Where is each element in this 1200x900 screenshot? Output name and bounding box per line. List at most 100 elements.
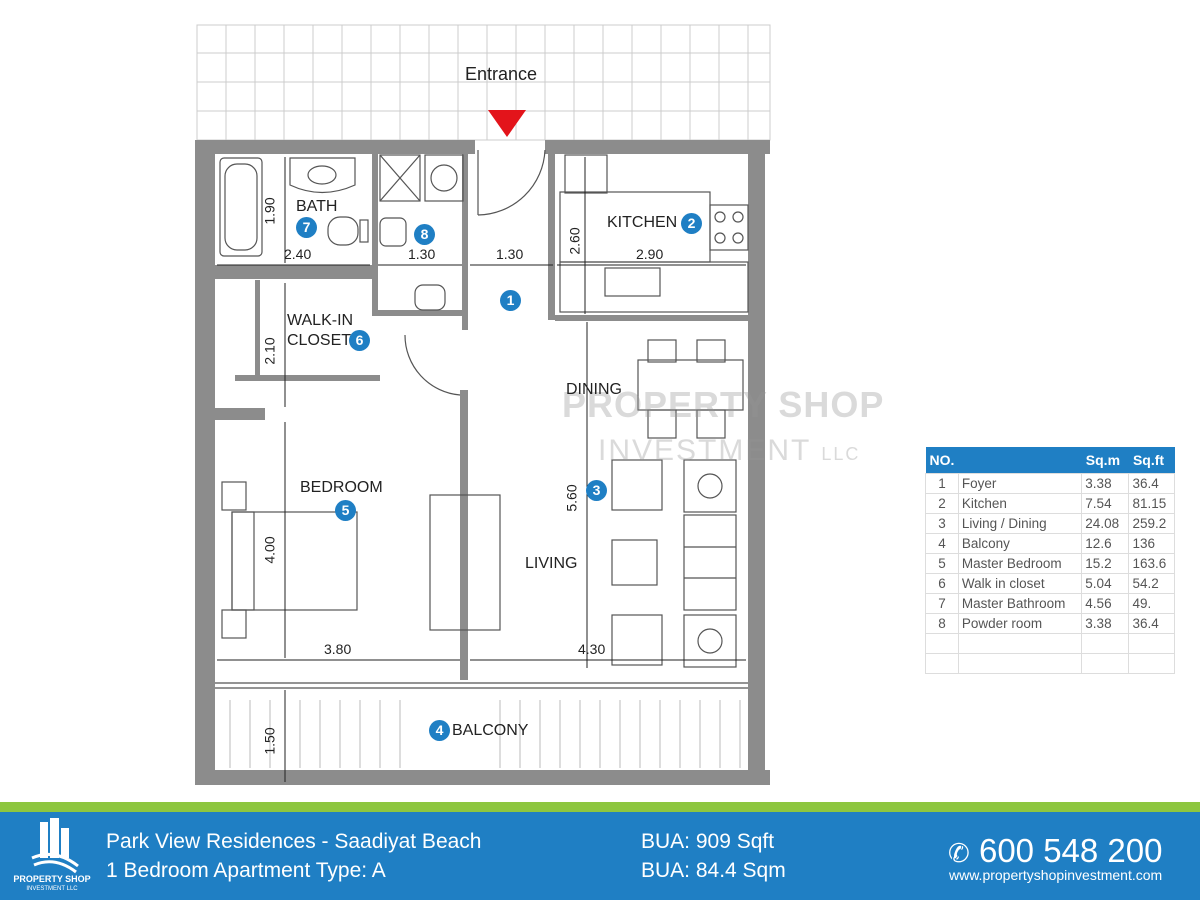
bua-sqft: BUA: 909 Sqft [641, 830, 775, 853]
room-label-living: LIVING [525, 555, 578, 572]
room-number-6: 6 [349, 330, 370, 351]
row-number: 4 [925, 532, 959, 554]
dim-kitchen-height: 2.60 [566, 227, 583, 255]
room-name: Foyer [957, 472, 1083, 494]
room-label-kitchen: KITCHEN [607, 214, 678, 231]
empty-cell [925, 632, 959, 654]
dim-bath-width: 2.40 [284, 246, 312, 262]
col-room [958, 447, 1082, 473]
area-sqft: 36.4 [1128, 612, 1175, 634]
row-number: 1 [925, 472, 959, 494]
watermark-investment: INVESTMENT [598, 434, 812, 467]
empty-cell [957, 632, 1083, 654]
room-name: Balcony [957, 532, 1083, 554]
row-number: 7 [925, 592, 959, 614]
fixtures [215, 149, 749, 689]
floor-plan [195, 24, 771, 785]
watermark-llc: LLC [821, 444, 861, 464]
room-label-dining: DINING [566, 381, 622, 398]
row-number: 2 [925, 492, 959, 514]
footer-bar: PROPERTY SHOP INVESTMENT LLC Park View R… [0, 812, 1200, 900]
area-sqm: 15.2 [1081, 552, 1130, 574]
company-logo-icon [31, 818, 79, 874]
room-number-4: 4 [429, 720, 450, 741]
area-sqm: 4.56 [1081, 592, 1130, 614]
room-number-3: 3 [586, 480, 607, 501]
bua-sqm: BUA: 84.4 Sqm [641, 859, 786, 882]
row-number: 6 [925, 572, 959, 594]
room-name: Master Bedroom [957, 552, 1083, 574]
phone-icon: ✆ [948, 838, 970, 868]
dim-living-width: 4.30 [578, 641, 606, 657]
dim-closet-height: 2.10 [261, 337, 278, 365]
room-name: Powder room [957, 612, 1083, 634]
dim-bath-height: 1.90 [261, 197, 278, 225]
walls [195, 140, 770, 785]
room-number-5: 5 [335, 500, 356, 521]
room-name: Kitchen [957, 492, 1083, 514]
area-sqm: 12.6 [1081, 532, 1130, 554]
col-sqft: Sq.ft [1128, 447, 1175, 473]
logo-subtext: INVESTMENT LLC [26, 886, 78, 892]
dim-kitchen-width: 2.90 [636, 246, 664, 262]
empty-cell [1081, 632, 1130, 654]
room-label-bath: BATH [296, 198, 338, 215]
room-number-1: 1 [500, 290, 521, 311]
col-sqm: Sq.m [1081, 447, 1129, 473]
area-sqm: 3.38 [1081, 472, 1130, 494]
room-label-walkin-1: WALK-IN [287, 312, 354, 329]
dim-foyer-width: 1.30 [496, 246, 524, 262]
accent-stripe [0, 802, 1200, 812]
room-name: Master Bathroom [957, 592, 1083, 614]
room-number-8: 8 [414, 224, 435, 245]
balcony-slats [229, 700, 741, 768]
area-sqft: 81.15 [1128, 492, 1175, 514]
row-number: 5 [925, 552, 959, 574]
area-sqft: 54.2 [1128, 572, 1175, 594]
dim-living-height: 5.60 [563, 484, 580, 512]
room-label-walkin-2: CLOSET [287, 332, 352, 349]
dim-balcony-height: 1.50 [261, 727, 278, 755]
empty-row [925, 632, 1175, 654]
area-sqft: 163.6 [1128, 552, 1175, 574]
logo-text: PROPERTY SHOP [13, 874, 91, 884]
website-link[interactable]: www.propertyshopinvestment.com [949, 867, 1163, 883]
area-sqm: 7.54 [1081, 492, 1130, 514]
col-no: NO. [925, 447, 959, 473]
watermark-line2: INVESTMENT LLC [598, 434, 860, 468]
empty-cell [925, 652, 959, 674]
unit-type: 1 Bedroom Apartment Type: A [106, 859, 386, 882]
area-sqft: 136 [1128, 532, 1175, 554]
area-sqft: 259.2 [1128, 512, 1175, 534]
area-sqm: 24.08 [1081, 512, 1130, 534]
empty-cell [1128, 632, 1175, 654]
dim-powder-width: 1.30 [408, 246, 436, 262]
empty-cell [957, 652, 1083, 674]
room-label-bedroom: BEDROOM [300, 479, 383, 496]
dimension-lines [217, 157, 746, 782]
empty-cell [1081, 652, 1130, 674]
area-sqm: 5.04 [1081, 572, 1130, 594]
dim-bedroom-height: 4.00 [261, 536, 278, 564]
row-number: 8 [925, 612, 959, 634]
area-sqm: 3.38 [1081, 612, 1130, 634]
empty-row [925, 652, 1175, 674]
room-label-balcony: BALCONY [452, 722, 529, 739]
entrance-arrow-icon [488, 110, 526, 137]
room-number-2: 2 [681, 213, 702, 234]
phone-text: 600 548 200 [978, 832, 1163, 869]
area-sqft: 49. [1128, 592, 1175, 614]
project-name: Park View Residences - Saadiyat Beach [106, 830, 482, 853]
room-name: Living / Dining [957, 512, 1083, 534]
phone-number[interactable]: ✆ 600 548 200 [948, 832, 1162, 870]
entrance-label: Entrance [465, 64, 538, 84]
